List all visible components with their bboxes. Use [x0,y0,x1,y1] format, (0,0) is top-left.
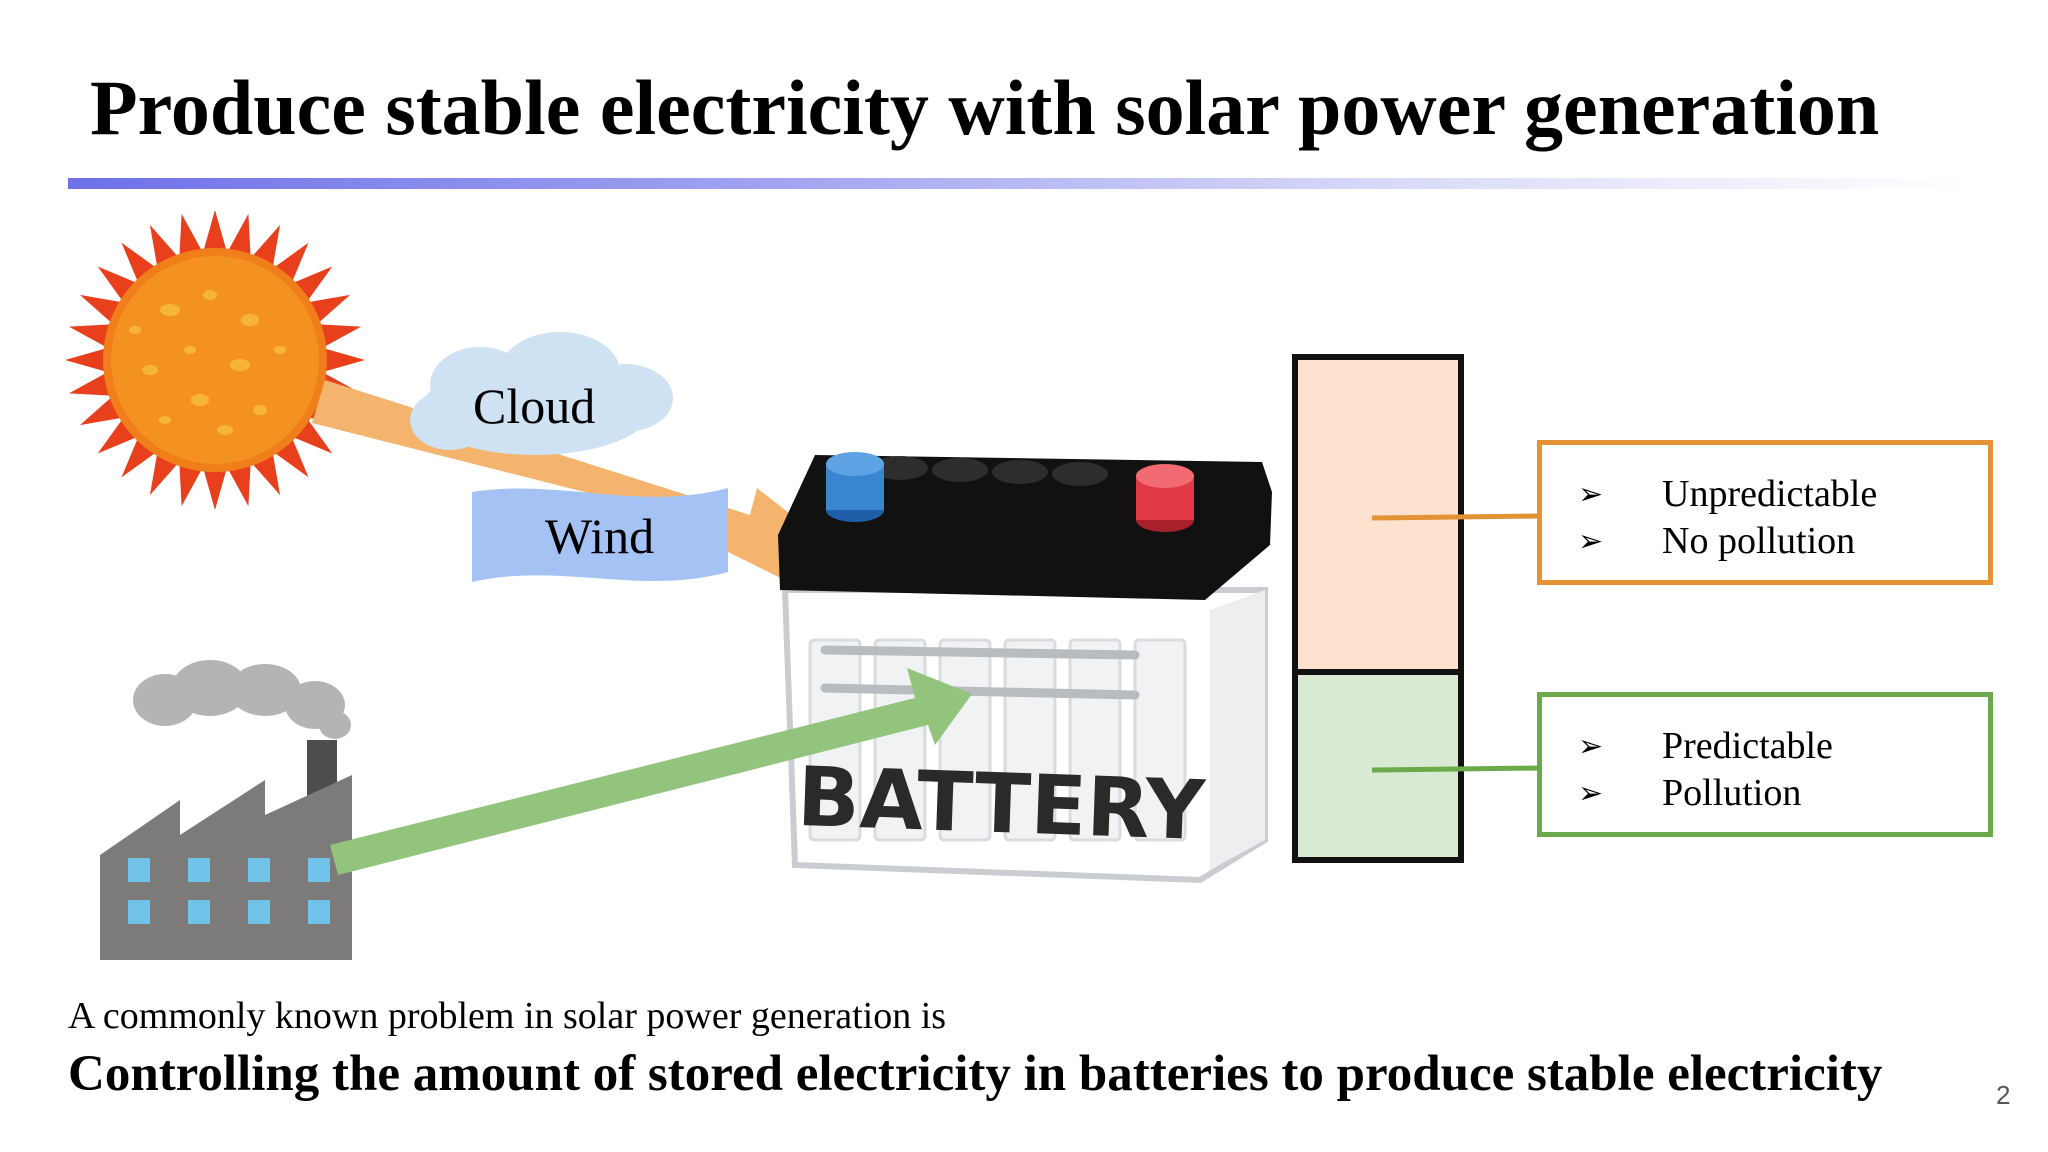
solar-trait-text: Unpredictable [1662,473,1878,515]
solar-trait-text: No pollution [1662,520,1856,562]
sun-icon [65,210,365,510]
factory-icon [100,660,352,960]
factory-flow-arrow [330,668,972,875]
title-underline [68,178,1968,189]
solar-share-segment [1292,354,1464,675]
factory-trait-text: Predictable [1662,725,1833,767]
cloud-label: Cloud [473,378,595,434]
energy-share-bar [1292,354,1464,863]
footer-statement: Controlling the amount of stored electri… [68,1046,1883,1102]
positive-terminal-icon [1136,464,1194,532]
solar-trait-item: ➢ Unpredictable [1578,471,1988,518]
cloud-shape [410,332,673,455]
factory-trait-item: ➢ Pollution [1578,770,1988,817]
arrow-bullet-icon: ➢ [1578,776,1604,811]
factory-trait-item: ➢ Predictable [1578,723,1988,770]
negative-terminal-icon [826,452,884,522]
arrow-bullet-icon: ➢ [1578,524,1604,559]
wind-shape [472,488,728,582]
factory-traits-box: ➢ Predictable ➢ Pollution [1537,692,1993,837]
arrow-bullet-icon: ➢ [1578,729,1604,764]
solar-connector-line [1371,513,1541,521]
factory-share-segment [1292,669,1464,863]
battery-label: BATTERY [796,750,1208,859]
wind-label: Wind [545,508,654,564]
factory-trait-text: Pollution [1662,772,1802,814]
solar-trait-item: ➢ No pollution [1578,518,1988,565]
battery-icon [778,452,1272,884]
arrow-bullet-icon: ➢ [1578,477,1604,512]
page-number: 2 [1996,1080,2011,1110]
factory-connector-line [1371,765,1541,773]
footer-intro-text: A commonly known problem in solar power … [68,995,947,1037]
slide-title: Produce stable electricity with solar po… [90,64,1880,151]
solar-traits-box: ➢ Unpredictable ➢ No pollution [1537,440,1993,585]
